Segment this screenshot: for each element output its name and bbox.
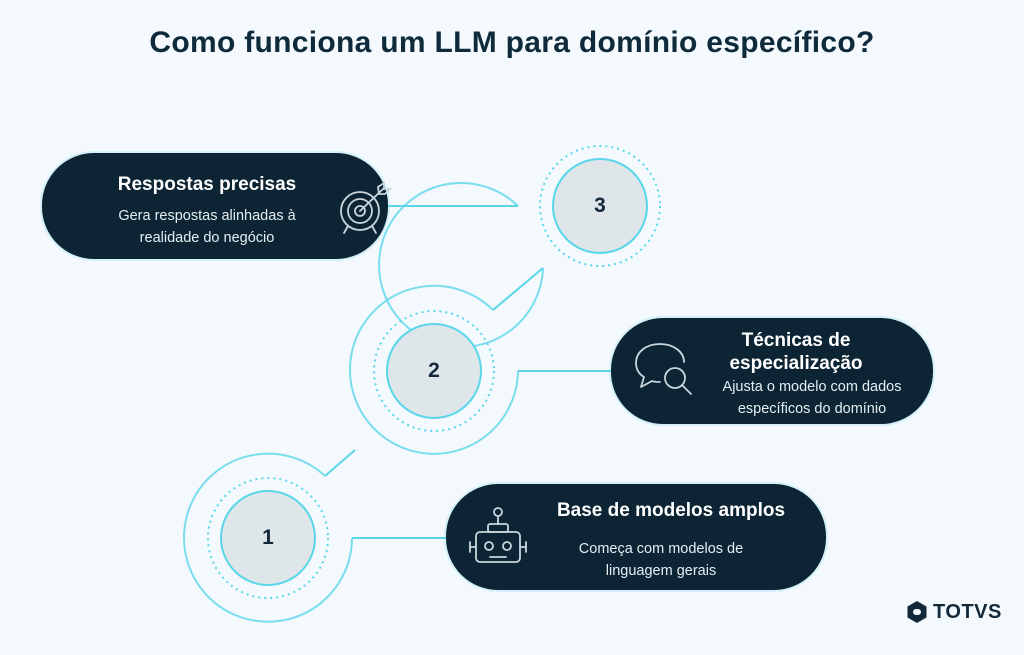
connector-2-1 bbox=[324, 449, 356, 477]
step-2-number: 2 bbox=[428, 359, 440, 382]
step-3-card: Respostas precisas Gera respostas alinha… bbox=[42, 153, 393, 259]
step-3-number: 3 bbox=[594, 194, 606, 217]
step-1-card: Base de modelos amplos Começa com modelo… bbox=[446, 484, 826, 590]
chat-search-icon bbox=[635, 343, 692, 395]
step-1-number: 1 bbox=[262, 526, 274, 549]
step-3-description: Gera respostas alinhadas à realidade do … bbox=[118, 208, 296, 246]
page-title: Como funciona um LLM para domínio especí… bbox=[149, 26, 875, 59]
robot-icon bbox=[469, 507, 527, 563]
connector-3-2 bbox=[492, 267, 544, 311]
step-2-title: Técnicas de especialização bbox=[729, 330, 863, 374]
step-3-rings bbox=[378, 145, 661, 348]
target-icon bbox=[340, 181, 393, 234]
step-1-rings bbox=[183, 452, 353, 623]
totvs-logo-icon bbox=[907, 601, 927, 623]
step-1-description: Começa com modelos de linguagem gerais bbox=[578, 541, 744, 579]
brand-logo: TOTVS bbox=[906, 600, 1002, 624]
step-3-title: Respostas precisas bbox=[117, 174, 297, 195]
step-2-description: Ajusta o modelo com dados específicos do… bbox=[722, 379, 902, 417]
brand-name: TOTVS bbox=[933, 600, 1002, 623]
step-2-card: Técnicas de especialização Ajusta o mode… bbox=[611, 318, 933, 424]
step-2-rings bbox=[349, 284, 519, 455]
step-1-title: Base de modelos amplos bbox=[556, 500, 786, 521]
